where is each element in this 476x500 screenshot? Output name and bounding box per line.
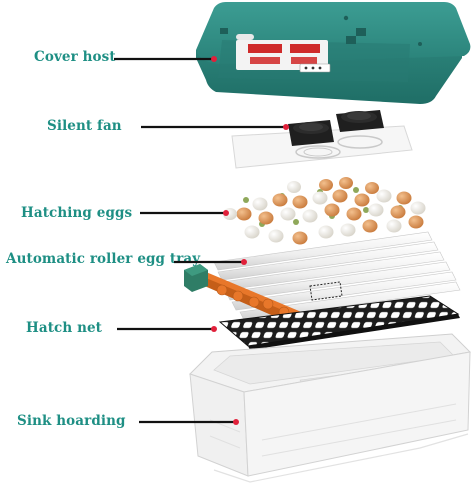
label-roller-egg-tray: Automatic roller egg tray — [6, 251, 201, 267]
fan-unit — [288, 120, 334, 146]
sink-hoarding-part — [189, 333, 472, 483]
label-hatching-eggs: Hatching eggs — [21, 205, 133, 221]
silent-fan-part — [231, 110, 413, 169]
label-silent-fan: Silent fan — [47, 118, 122, 134]
label-hatch-net: Hatch net — [26, 320, 103, 336]
label-sink-hoarding: Sink hoarding — [17, 413, 126, 429]
cover-host-part — [196, 2, 471, 104]
hatch-net-part — [218, 295, 460, 350]
hatching-eggs-part — [223, 177, 426, 245]
label-cover-host: Cover host — [34, 49, 116, 65]
fan-unit — [336, 110, 384, 132]
